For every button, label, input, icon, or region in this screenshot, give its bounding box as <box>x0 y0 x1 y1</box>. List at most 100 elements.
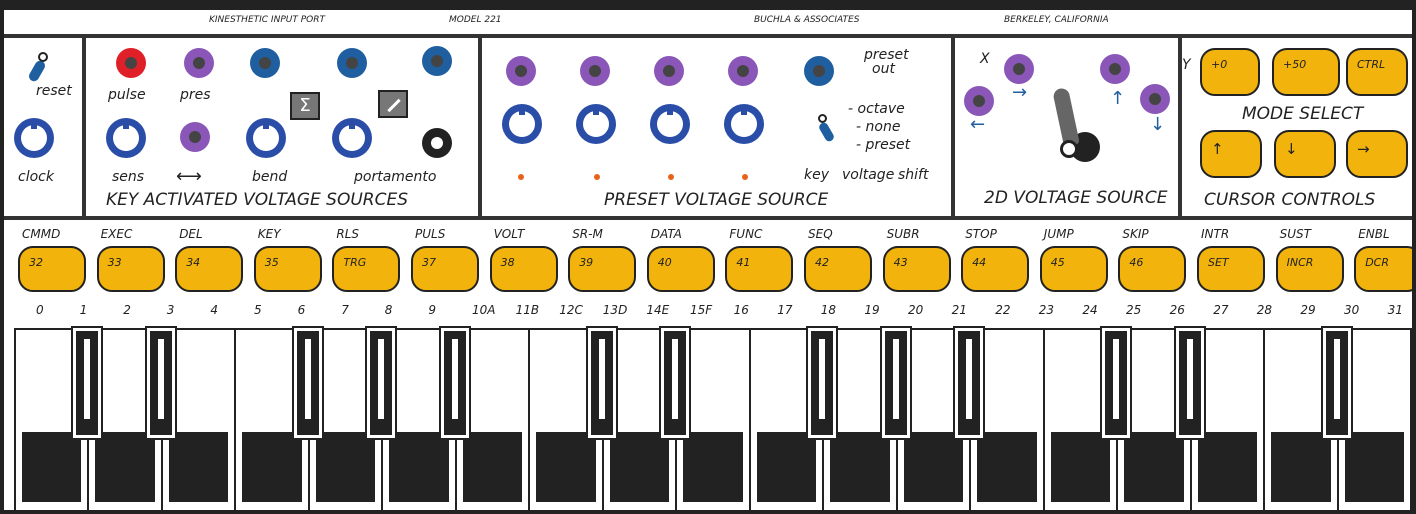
preset-led-1 <box>518 174 524 180</box>
right-arrow-icon: → <box>1012 82 1028 103</box>
divider <box>951 34 955 220</box>
maker-label: BUCHLA & ASSOCIATES <box>754 15 860 25</box>
cursor-up-button[interactable]: ↑ <box>1200 130 1262 178</box>
preset-jack-3[interactable] <box>654 56 684 86</box>
black-key[interactable] <box>1100 326 1133 440</box>
preset-knob-3[interactable] <box>650 104 690 144</box>
y-inv-jack[interactable] <box>1140 84 1170 114</box>
function-label: JUMP <box>1043 227 1074 241</box>
pulse-jack[interactable] <box>116 48 146 78</box>
preset-out-jack[interactable] <box>804 56 834 86</box>
key-number: 7 <box>341 303 349 317</box>
function-button[interactable]: 34 <box>175 246 244 292</box>
function-button[interactable]: 46 <box>1118 246 1187 292</box>
y-out-jack[interactable] <box>1100 54 1130 84</box>
function-button[interactable]: SET <box>1197 246 1265 292</box>
output-jack-1[interactable] <box>250 48 280 78</box>
key-number: 28 <box>1256 303 1273 317</box>
voltage-label: voltage <box>842 167 895 183</box>
preset-knob-1[interactable] <box>502 104 542 144</box>
portamento-jack[interactable] <box>422 128 452 158</box>
cursor-right-button[interactable]: → <box>1346 130 1408 178</box>
pres-jack[interactable] <box>184 48 214 78</box>
preset-led-2 <box>594 174 600 180</box>
mode-plus50-button[interactable]: +50 <box>1272 48 1340 96</box>
output-jack-3[interactable] <box>422 46 452 76</box>
function-button[interactable]: 43 <box>882 246 951 292</box>
black-key[interactable] <box>806 326 839 440</box>
function-button[interactable]: 39 <box>568 246 637 292</box>
key-number: 21 <box>951 303 967 317</box>
key-number: 30 <box>1344 303 1360 317</box>
preset-knob-2[interactable] <box>576 104 616 144</box>
mode-plus0-button[interactable]: +0 <box>1200 48 1260 96</box>
preset-knob-4[interactable] <box>724 104 764 144</box>
function-button[interactable]: 41 <box>725 246 794 292</box>
function-label: SUBR <box>886 227 920 241</box>
reset-toggle[interactable] <box>27 52 48 84</box>
bend-jack[interactable] <box>180 122 210 152</box>
key-number: 13D <box>602 303 628 317</box>
divider <box>1178 34 1182 220</box>
port-label: KINESTHETIC INPUT PORT <box>209 15 325 25</box>
function-label: STOP <box>965 227 997 241</box>
function-label: CMMD <box>22 227 61 241</box>
clock-knob[interactable] <box>14 118 54 158</box>
function-button[interactable]: 32 <box>18 246 86 292</box>
black-key[interactable] <box>1173 326 1206 440</box>
black-key[interactable] <box>585 326 618 440</box>
black-key[interactable] <box>291 326 324 440</box>
sens-knob[interactable] <box>106 118 146 158</box>
cursor-down-button[interactable]: ↓ <box>1274 130 1336 178</box>
sum-module: Σ <box>290 92 320 120</box>
shift-switch[interactable] <box>814 114 838 144</box>
black-key[interactable] <box>1320 326 1353 440</box>
mode-ctrl-button[interactable]: CTRL <box>1346 48 1408 96</box>
shift-label: shift <box>898 167 929 183</box>
key-number: 4 <box>210 303 219 317</box>
function-button[interactable]: INCR <box>1275 246 1344 292</box>
function-label: SUST <box>1279 227 1311 241</box>
black-key[interactable] <box>365 326 398 440</box>
function-button[interactable]: 40 <box>646 246 715 292</box>
preset-jack-1[interactable] <box>506 56 536 86</box>
joystick[interactable] <box>1040 86 1104 170</box>
keyboard[interactable] <box>14 326 1412 510</box>
black-key[interactable] <box>953 326 986 440</box>
black-key[interactable] <box>659 326 692 440</box>
none-option: - none <box>856 119 901 135</box>
function-button[interactable]: DCR <box>1354 246 1412 292</box>
portamento-knob[interactable] <box>332 118 372 158</box>
preset-jack-2[interactable] <box>580 56 610 86</box>
function-label: SEQ <box>808 227 833 241</box>
function-button[interactable]: 33 <box>96 246 165 292</box>
black-key[interactable] <box>879 326 912 440</box>
up-arrow-icon: ↑ <box>1110 88 1126 109</box>
pulse-label: pulse <box>108 87 146 103</box>
function-button[interactable]: 37 <box>411 246 479 292</box>
x-label: X <box>980 51 990 67</box>
function-button[interactable]: 38 <box>489 246 558 292</box>
preset-jack-4[interactable] <box>728 56 758 86</box>
cursor-controls-title: CURSOR CONTROLS <box>1204 190 1376 210</box>
preset-title: PRESET VOLTAGE SOURCE <box>604 190 829 210</box>
bend-knob[interactable] <box>246 118 286 158</box>
left-arrow-icon: ← <box>970 114 986 135</box>
function-button[interactable]: 42 <box>804 246 872 292</box>
function-button[interactable]: TRG <box>332 246 401 292</box>
black-key[interactable] <box>144 326 177 440</box>
function-button[interactable]: 45 <box>1039 246 1108 292</box>
x-inv-jack[interactable] <box>964 86 994 116</box>
preset-out-label-2: out <box>872 61 895 77</box>
function-label: ENBL <box>1358 227 1390 241</box>
function-button[interactable]: 35 <box>253 246 322 292</box>
bend-label: bend <box>252 169 288 185</box>
black-key[interactable] <box>71 326 104 440</box>
output-jack-2[interactable] <box>337 48 367 78</box>
function-button[interactable]: 44 <box>961 246 1030 292</box>
function-label: EXEC <box>100 227 133 241</box>
x-out-jack[interactable] <box>1004 54 1034 84</box>
key-number: 31 <box>1387 303 1403 317</box>
black-key[interactable] <box>438 326 471 440</box>
key-number: 10A <box>472 303 496 317</box>
